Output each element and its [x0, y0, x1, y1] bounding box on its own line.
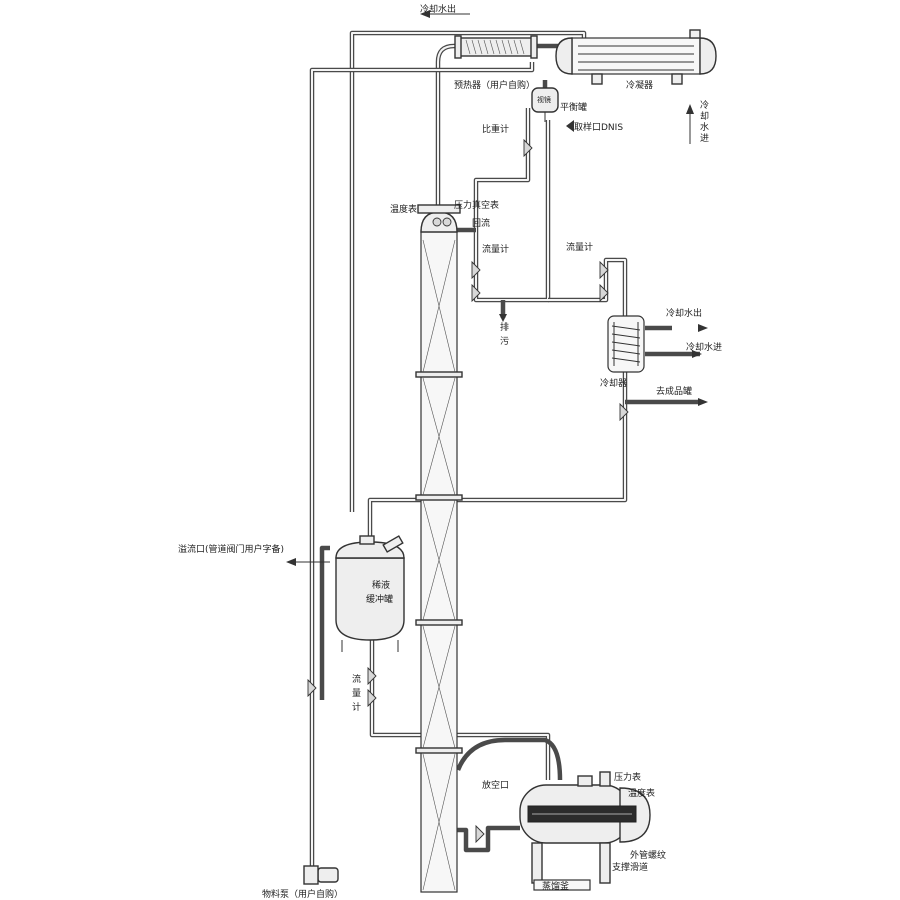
packed-column: [415, 204, 463, 893]
label-to-product-tank: 去成品罐: [656, 385, 692, 397]
label-cooling-water-in-1: 冷: [700, 99, 709, 111]
label-preheater: 预热器（用户自购）: [454, 79, 535, 91]
label-overflow-port: 溢流口(管道阀门用户字备): [178, 543, 284, 555]
label-drain-1: 排: [500, 321, 509, 333]
label-thermometer-bottom: 温度表: [628, 787, 655, 799]
label-outer-thread: 外管螺纹: [630, 849, 666, 861]
label-cooling-water-in-2: 却: [700, 111, 709, 122]
valves: [307, 138, 629, 844]
preheater: [454, 35, 538, 59]
label-drain-2: 污: [500, 335, 509, 347]
labels: 冷却水出 预热器（用户自购） 冷凝器 平衡罐 视镜 取样口DNIS 冷 却 水 …: [178, 3, 722, 900]
label-buffer-tank-2: 缓冲罐: [366, 593, 393, 605]
label-cooler: 冷却器: [600, 377, 627, 389]
label-flowmeter-1: 流量计: [482, 243, 509, 255]
label-thermometer-top: 温度表: [390, 203, 417, 215]
cooler: [607, 315, 645, 373]
label-support-rail: 支撑滑道: [612, 861, 648, 873]
label-cooling-water-in-4: 进: [700, 133, 709, 144]
label-reflux: 回流: [472, 217, 490, 229]
label-hydrometer: 比重计: [482, 123, 509, 135]
label-flowmeter-3-2: 量: [352, 688, 361, 699]
condenser: [555, 29, 717, 85]
label-buffer-tank-1: 稀液: [372, 579, 390, 591]
still-kettle: [519, 771, 651, 891]
label-sight-glass: 视镜: [537, 95, 551, 104]
label-flowmeter-2: 流量计: [566, 241, 593, 253]
label-pressure-vacuum-gauge: 压力真空表: [454, 199, 499, 211]
label-cooler-water-out: 冷却水出: [666, 307, 702, 319]
label-vent-port: 放空口: [482, 779, 509, 791]
buffer-tank: [335, 535, 405, 652]
flow-arrows: [286, 10, 708, 566]
label-cooling-water-in-3: 水: [700, 121, 709, 133]
balance-tank: [531, 87, 559, 122]
feed-pump: [303, 865, 339, 885]
label-condenser: 冷凝器: [626, 79, 653, 91]
label-balance-tank: 平衡罐: [560, 101, 587, 113]
label-feed-pump: 物料泵（用户自购）: [262, 888, 343, 900]
label-still-kettle: 蒸馏釜: [542, 880, 569, 892]
label-cooler-water-in: 冷却水进: [686, 341, 722, 353]
piping: [309, 30, 700, 868]
label-pressure-gauge: 压力表: [614, 771, 641, 783]
label-flowmeter-3-1: 流: [352, 673, 361, 685]
label-cooling-water-out-top: 冷却水出: [420, 3, 456, 15]
label-sample-port: 取样口DNIS: [574, 121, 623, 133]
label-flowmeter-3-3: 计: [352, 701, 361, 713]
